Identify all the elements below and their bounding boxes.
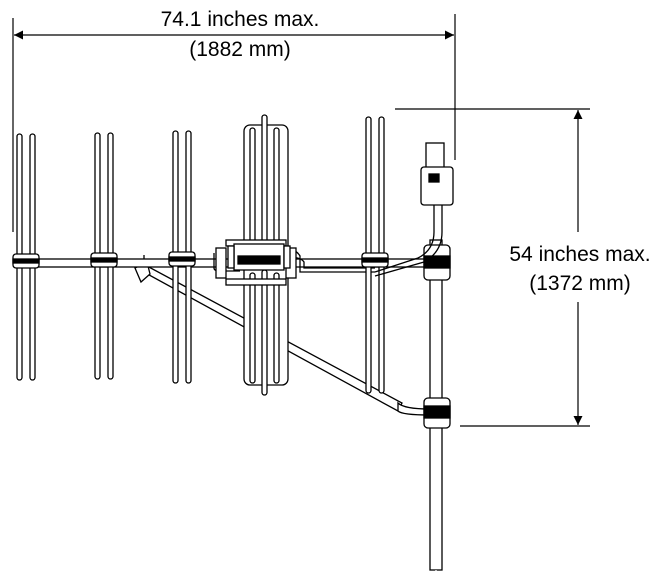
width-metric-label: (1882 mm) [189,38,291,61]
height-imperial-label: 54 inches max. [509,243,651,266]
height-metric-label: (1372 mm) [529,272,631,295]
mast-clamp-lower [423,397,451,429]
balun-box [227,243,291,271]
element-clamps [12,251,389,269]
connector-preamp [420,142,454,206]
width-dimension [12,14,456,232]
feed-cable [374,205,443,277]
height-dimension [395,108,590,427]
width-imperial-label: 74.1 inches max. [160,8,320,31]
